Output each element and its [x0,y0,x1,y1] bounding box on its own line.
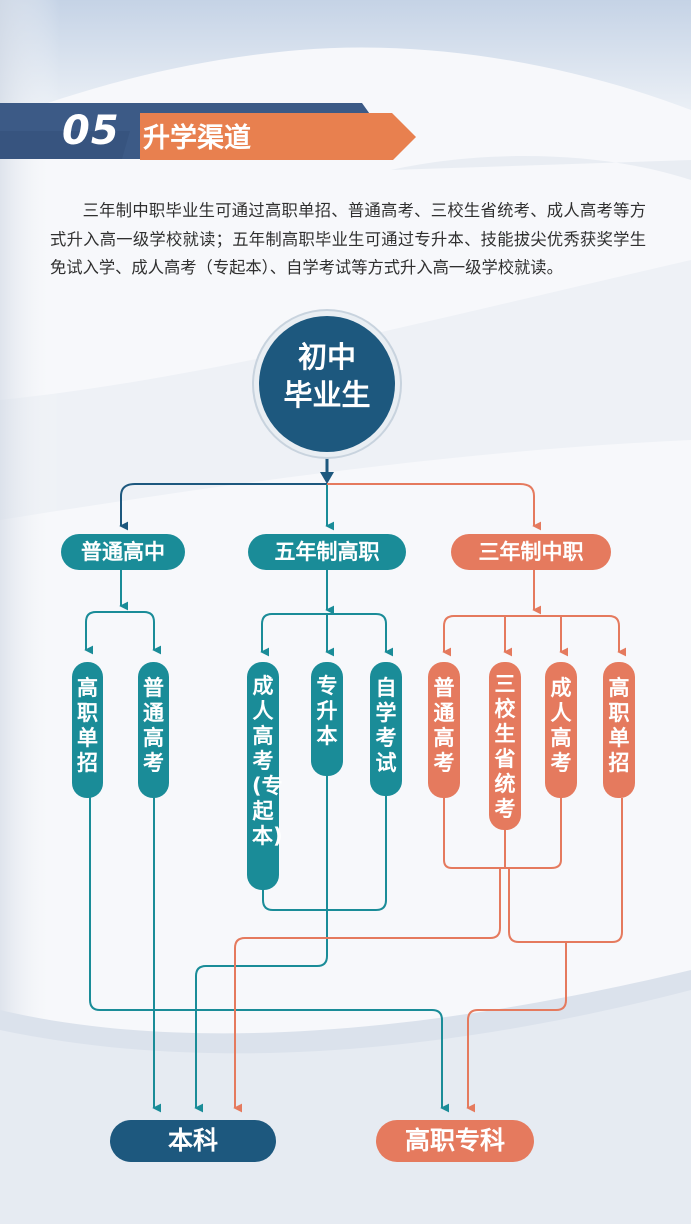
root-node-label: 初中毕业生 [283,340,371,412]
option-label: 三校生省统考 [494,672,516,821]
option-label: 高职单招 [608,676,630,775]
option-label: 成人高考(专起本) [251,674,283,848]
option-label: 成人高考 [550,676,572,775]
option-vocational-single-enrollment: 高职单招 [72,662,103,798]
option-vocational-single-enrollment: 高职单招 [603,662,635,798]
option-label: 高职单招 [76,676,98,775]
option-label: 专升本 [316,674,338,748]
outcome-vocational-college: 高职专科 [376,1120,534,1162]
intro-paragraph: 三年制中职毕业生可通过高职单招、普通高考、三校生省统考、成人高考等方式升入高一级… [50,201,646,278]
root-node-circle [259,316,395,452]
option-self-study-exam: 自学考试 [370,662,402,796]
track-general-high-school: 普通高中 [61,534,185,570]
option-adult-college-entrance-exam: 成人高考(专起本) [247,662,283,890]
option-label: 普通高考 [433,676,455,775]
root-arrow [320,452,334,484]
section-title: 升学渠道 [143,123,251,154]
option-college-to-bachelor: 专升本 [311,662,343,776]
track-three-year-secondary-vocational: 三年制中职 [451,534,611,570]
outcome-bachelor: 本科 [110,1120,276,1162]
section-number: 05 [62,108,120,154]
option-label: 自学考试 [375,676,397,775]
track-five-year-vocational-college: 五年制高职 [248,534,406,570]
section-header-banner [0,103,416,160]
option-national-college-entrance-exam: 普通高考 [138,662,169,798]
option-three-school-provincial-exam: 三校生省统考 [489,662,521,830]
option-adult-college-entrance-exam: 成人高考 [545,662,577,798]
option-label: 普通高考 [142,676,164,775]
option-national-college-entrance-exam: 普通高考 [428,662,460,798]
